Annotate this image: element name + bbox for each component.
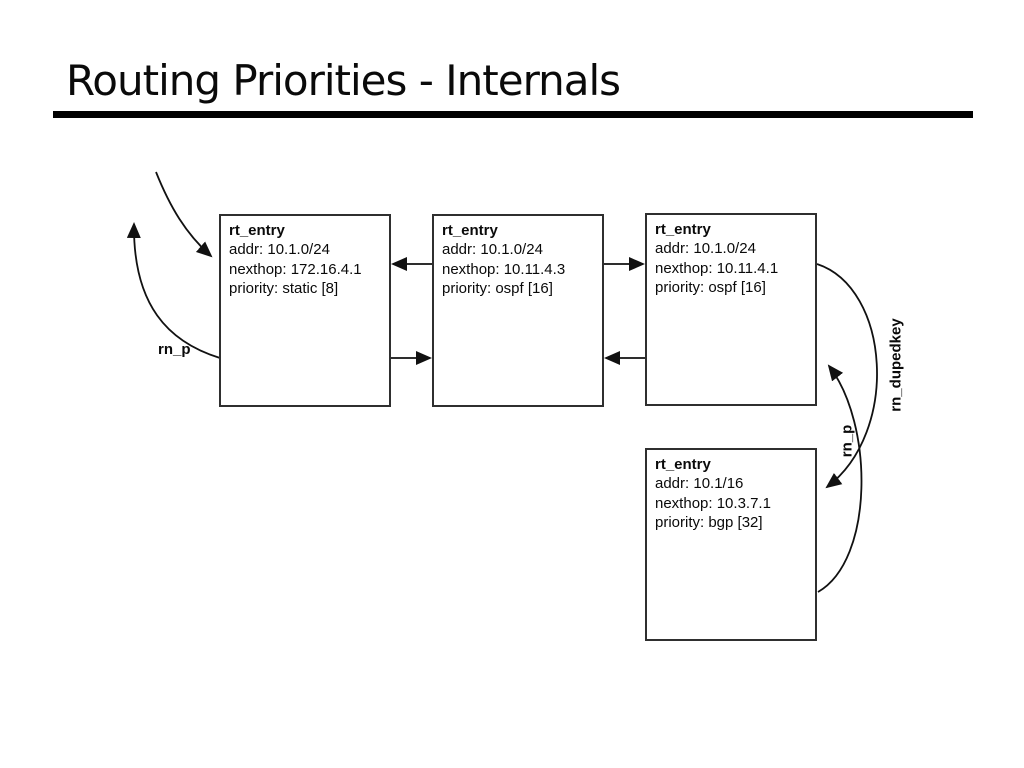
page-title: Routing Priorities - Internals: [66, 56, 621, 105]
rn-dupedkey-label: rn_dupedkey: [887, 318, 905, 412]
rn-p-left-label: rn_p: [158, 341, 191, 358]
rt-entry-node-2: rt_entry addr: 10.1.0/24 nexthop: 10.11.…: [432, 214, 604, 407]
node-struct-name: rt_entry: [442, 222, 498, 239]
node-struct-name: rt_entry: [655, 221, 711, 238]
node-addr: addr: 10.1/16: [655, 475, 744, 492]
node-nexthop: nexthop: 172.16.4.1: [229, 260, 362, 278]
node-addr: addr: 10.1.0/24: [229, 241, 330, 258]
rn-p-right-label: rn_p: [838, 424, 856, 458]
node-struct-name: rt_entry: [229, 222, 285, 239]
rt-entry-node-3: rt_entry addr: 10.1.0/24 nexthop: 10.11.…: [645, 213, 817, 406]
node-nexthop: nexthop: 10.11.4.1: [655, 259, 779, 277]
node-addr: addr: 10.1.0/24: [655, 240, 756, 257]
rn-p-left-arrow: [126, 222, 221, 359]
node-addr: addr: 10.1.0/24: [442, 241, 543, 258]
rt-entry-node-1: rt_entry addr: 10.1.0/24 nexthop: 172.16…: [219, 214, 391, 407]
title-underline: [53, 111, 973, 118]
rn-p-right-arrow: [817, 364, 863, 593]
node-nexthop: nexthop: 10.11.4.3: [442, 260, 566, 278]
node-priority: priority: bgp [32]: [655, 514, 763, 531]
node-priority: priority: static [8]: [229, 280, 339, 297]
node-priority: priority: ospf [16]: [655, 279, 766, 296]
rt-entry-node-4: rt_entry addr: 10.1/16 nexthop: 10.3.7.1…: [645, 448, 817, 641]
node-priority: priority: ospf [16]: [442, 280, 553, 297]
rn-dupedkey-arrow: [816, 263, 878, 489]
incoming-pointer-arrow: [155, 171, 213, 258]
node-struct-name: rt_entry: [655, 456, 711, 473]
node-nexthop: nexthop: 10.3.7.1: [655, 494, 771, 512]
